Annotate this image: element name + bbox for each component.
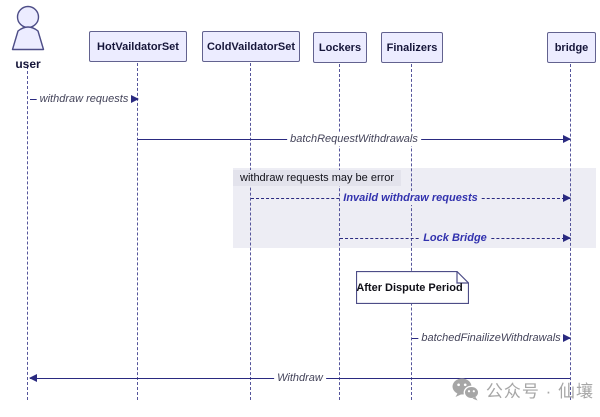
participant-lockers: Lockers — [313, 32, 367, 63]
participant-label: Lockers — [318, 41, 362, 54]
actor-user: user — [6, 4, 50, 71]
arrowhead-right-icon — [563, 135, 571, 143]
participant-finalizers: Finalizers — [381, 32, 443, 63]
actor-label: user — [15, 57, 41, 71]
watermark-text: 公众号 · 仙壤 — [485, 382, 594, 401]
watermark: 公众号 · 仙壤 — [452, 377, 594, 402]
region-label: withdraw requests may be error — [233, 170, 402, 186]
note-after-dispute-period: After Dispute Period — [355, 270, 470, 305]
participant-label: Finalizers — [386, 41, 438, 54]
lifeline-finalizers — [411, 64, 412, 400]
lifeline-hotvaildatorset — [137, 63, 138, 400]
message-label: batchRequestWithdrawals — [287, 132, 421, 146]
lifeline-lockers — [339, 64, 340, 400]
participant-hotvaildatorset: HotVaildatorSet — [89, 31, 187, 62]
note-shape — [355, 270, 470, 305]
lifeline-user — [27, 66, 28, 400]
message-label: Withdraw — [274, 371, 326, 385]
user-icon — [11, 5, 45, 51]
note-label: After Dispute Period — [356, 281, 463, 294]
wechat-icon — [452, 378, 479, 401]
message-label: Invaild withdraw requests — [340, 191, 481, 205]
participant-coldvaildatorset: ColdVaildatorSet — [202, 31, 300, 62]
arrowhead-left-icon — [29, 374, 37, 382]
lifeline-bridge — [570, 64, 571, 400]
participant-bridge: bridge — [547, 32, 596, 63]
arrowhead-right-icon — [563, 334, 571, 342]
participant-label: HotVaildatorSet — [97, 40, 179, 53]
lifeline-coldvaildatorset — [250, 63, 251, 400]
message-label: batchedFinailizeWithdrawals — [418, 331, 564, 345]
message-label: withdraw requests — [36, 92, 132, 106]
message-label: Lock Bridge — [420, 231, 490, 245]
arrowhead-right-icon — [563, 194, 571, 202]
participant-label: ColdVaildatorSet — [206, 40, 296, 53]
participant-label: bridge — [554, 41, 589, 54]
arrowhead-right-icon — [563, 234, 571, 242]
arrowhead-right-icon — [131, 95, 139, 103]
